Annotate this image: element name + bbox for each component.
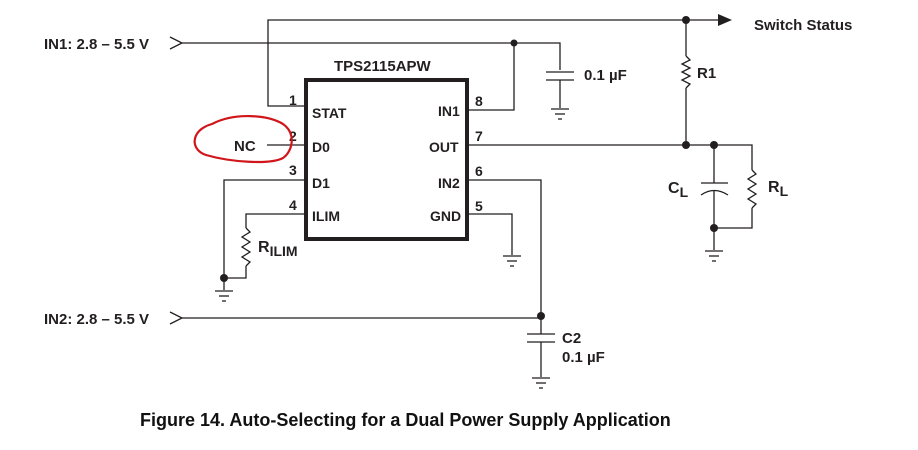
pin-4-number: 4 (289, 197, 297, 213)
pin-5-number: 5 (475, 198, 483, 214)
rilim-label: RILIM (258, 239, 298, 259)
pin3-wire (223, 179, 306, 278)
pin-6-number: 6 (475, 163, 483, 179)
resistor-icon (680, 55, 692, 89)
ground-icon (215, 290, 233, 302)
pin-5-name: GND (430, 208, 461, 224)
rl-wire-top (714, 144, 753, 170)
ground-icon (503, 255, 521, 267)
resistor-icon (746, 169, 758, 209)
c2-value: 0.1 µF (562, 349, 605, 366)
rl-wire-bottom (714, 208, 753, 229)
capacitor-icon (546, 71, 574, 108)
ground-icon (705, 250, 723, 262)
in2-port-icon (169, 311, 184, 325)
rilim-wire (224, 266, 247, 279)
pin-1-name: STAT (312, 105, 347, 121)
arrow-right-icon (718, 14, 732, 26)
pin-3-number: 3 (289, 162, 297, 178)
pin-7-number: 7 (475, 128, 483, 144)
ground-icon (551, 108, 569, 120)
pin-2-name: D0 (312, 139, 330, 155)
rl-label: RL (768, 179, 789, 199)
stat-wire (267, 19, 686, 107)
pin-4-name: ILIM (312, 208, 340, 224)
pin-8-number: 8 (475, 93, 483, 109)
switch-status-label: Switch Status (754, 17, 852, 34)
pin-2-number: 2 (289, 128, 297, 144)
load-junction-bottom (710, 224, 718, 232)
cin1-wire (514, 42, 561, 70)
cl-label: CL (668, 180, 689, 200)
pin5-wire (467, 213, 513, 255)
nc-label: NC (234, 138, 256, 155)
pin-6-name: IN2 (438, 175, 460, 191)
pin-3-name: D1 (312, 175, 330, 191)
pin-8-name: IN1 (438, 103, 460, 119)
out-junction (682, 141, 690, 149)
pin-7-name: OUT (429, 139, 459, 155)
resistor-icon (240, 227, 252, 267)
cin1-value: 0.1 µF (584, 67, 627, 84)
r1-label: R1 (697, 65, 716, 82)
pin8-wire (465, 43, 515, 111)
capacitor-icon (527, 333, 555, 377)
in1-label: IN1: 2.8 – 5.5 V (44, 36, 149, 53)
c2-ref: C2 (562, 330, 581, 347)
in1-port-icon (169, 36, 184, 50)
figure-caption: Figure 14. Auto-Selecting for a Dual Pow… (140, 410, 671, 430)
ground-icon (532, 377, 550, 389)
pin4-wire (245, 213, 306, 228)
highlight-circle (193, 114, 293, 164)
pin6-wire (467, 179, 542, 316)
chip-part-number: TPS2115APW (334, 58, 432, 75)
in2-label: IN2: 2.8 – 5.5 V (44, 311, 149, 328)
pin-1-number: 1 (289, 92, 297, 108)
chip-body (304, 78, 469, 241)
